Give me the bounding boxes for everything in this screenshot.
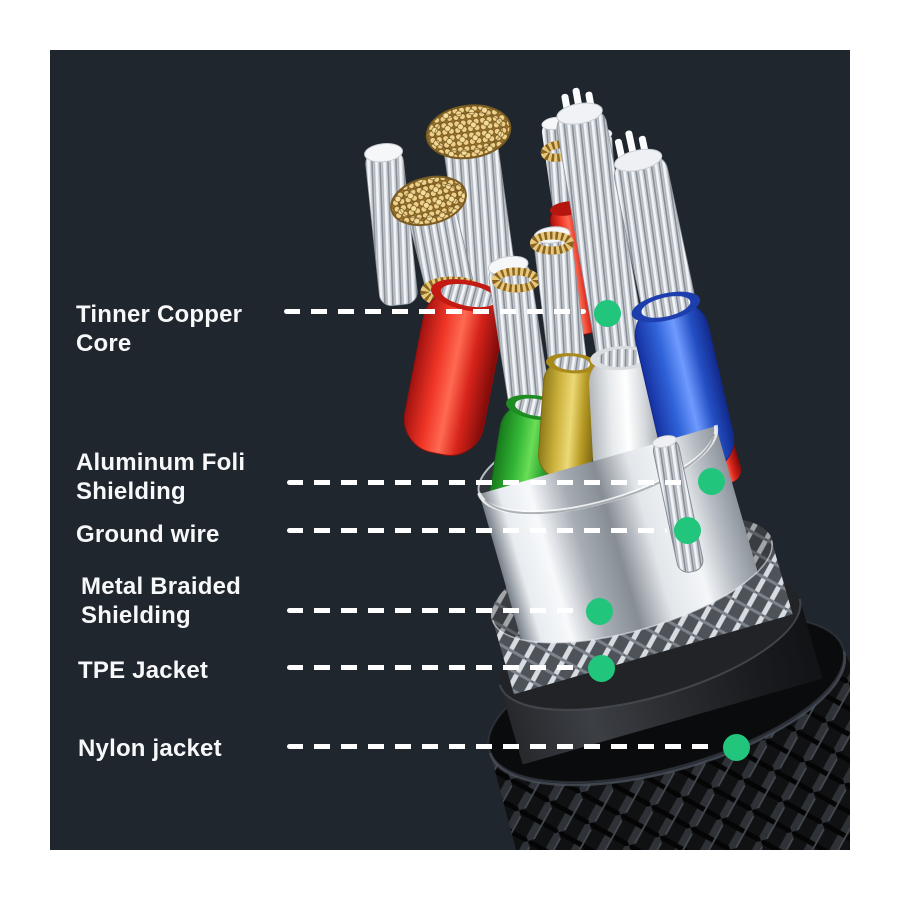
label-line-2: Core xyxy=(76,330,132,357)
gold-ring-beads xyxy=(530,231,574,255)
callout-dot xyxy=(698,468,725,495)
label-line-1: TPE Jacket xyxy=(78,657,209,684)
callout-dash-line xyxy=(287,480,691,485)
label-line-1: Aluminum Foli xyxy=(76,449,246,476)
callout-label: Tinner Copper Core xyxy=(76,300,242,358)
callout-dot xyxy=(723,734,750,761)
callout-dot xyxy=(674,517,701,544)
blue-wire-strands xyxy=(613,130,696,323)
callout-label: Nylon jacket xyxy=(78,734,222,763)
label-line-1: Metal Braided xyxy=(81,573,241,600)
callout-dot xyxy=(588,655,615,682)
callout-dash-line xyxy=(287,608,579,613)
label-line-1: Ground wire xyxy=(76,521,220,548)
callout-dash-line xyxy=(287,744,715,749)
yellow-wire xyxy=(538,353,599,480)
callout-label: Aluminum Foli Shielding xyxy=(76,448,245,506)
red-wire xyxy=(403,279,506,456)
label-line-1: Tinner Copper xyxy=(76,301,243,328)
gold-ring-beads xyxy=(492,267,540,293)
callout-label: TPE Jacket xyxy=(78,656,208,685)
callout-dot xyxy=(594,300,621,327)
callout-label: Metal Braided Shielding xyxy=(81,572,241,630)
callout-label: Ground wire xyxy=(76,520,220,549)
tpe-jacket xyxy=(498,598,823,765)
label-line-1: Nylon jacket xyxy=(78,735,222,762)
nylon-jacket xyxy=(489,651,850,850)
label-line-2: Shielding xyxy=(81,602,191,629)
callout-dash-line xyxy=(287,528,667,533)
callout-dash-line xyxy=(284,309,586,314)
label-line-2: Shielding xyxy=(76,478,186,505)
callout-dot xyxy=(586,598,613,625)
metal-braid-shielding xyxy=(491,540,793,695)
diagram-panel: Tinner Copper Core Aluminum Foli Shieldi… xyxy=(50,50,850,850)
callout-dash-line xyxy=(287,665,581,670)
